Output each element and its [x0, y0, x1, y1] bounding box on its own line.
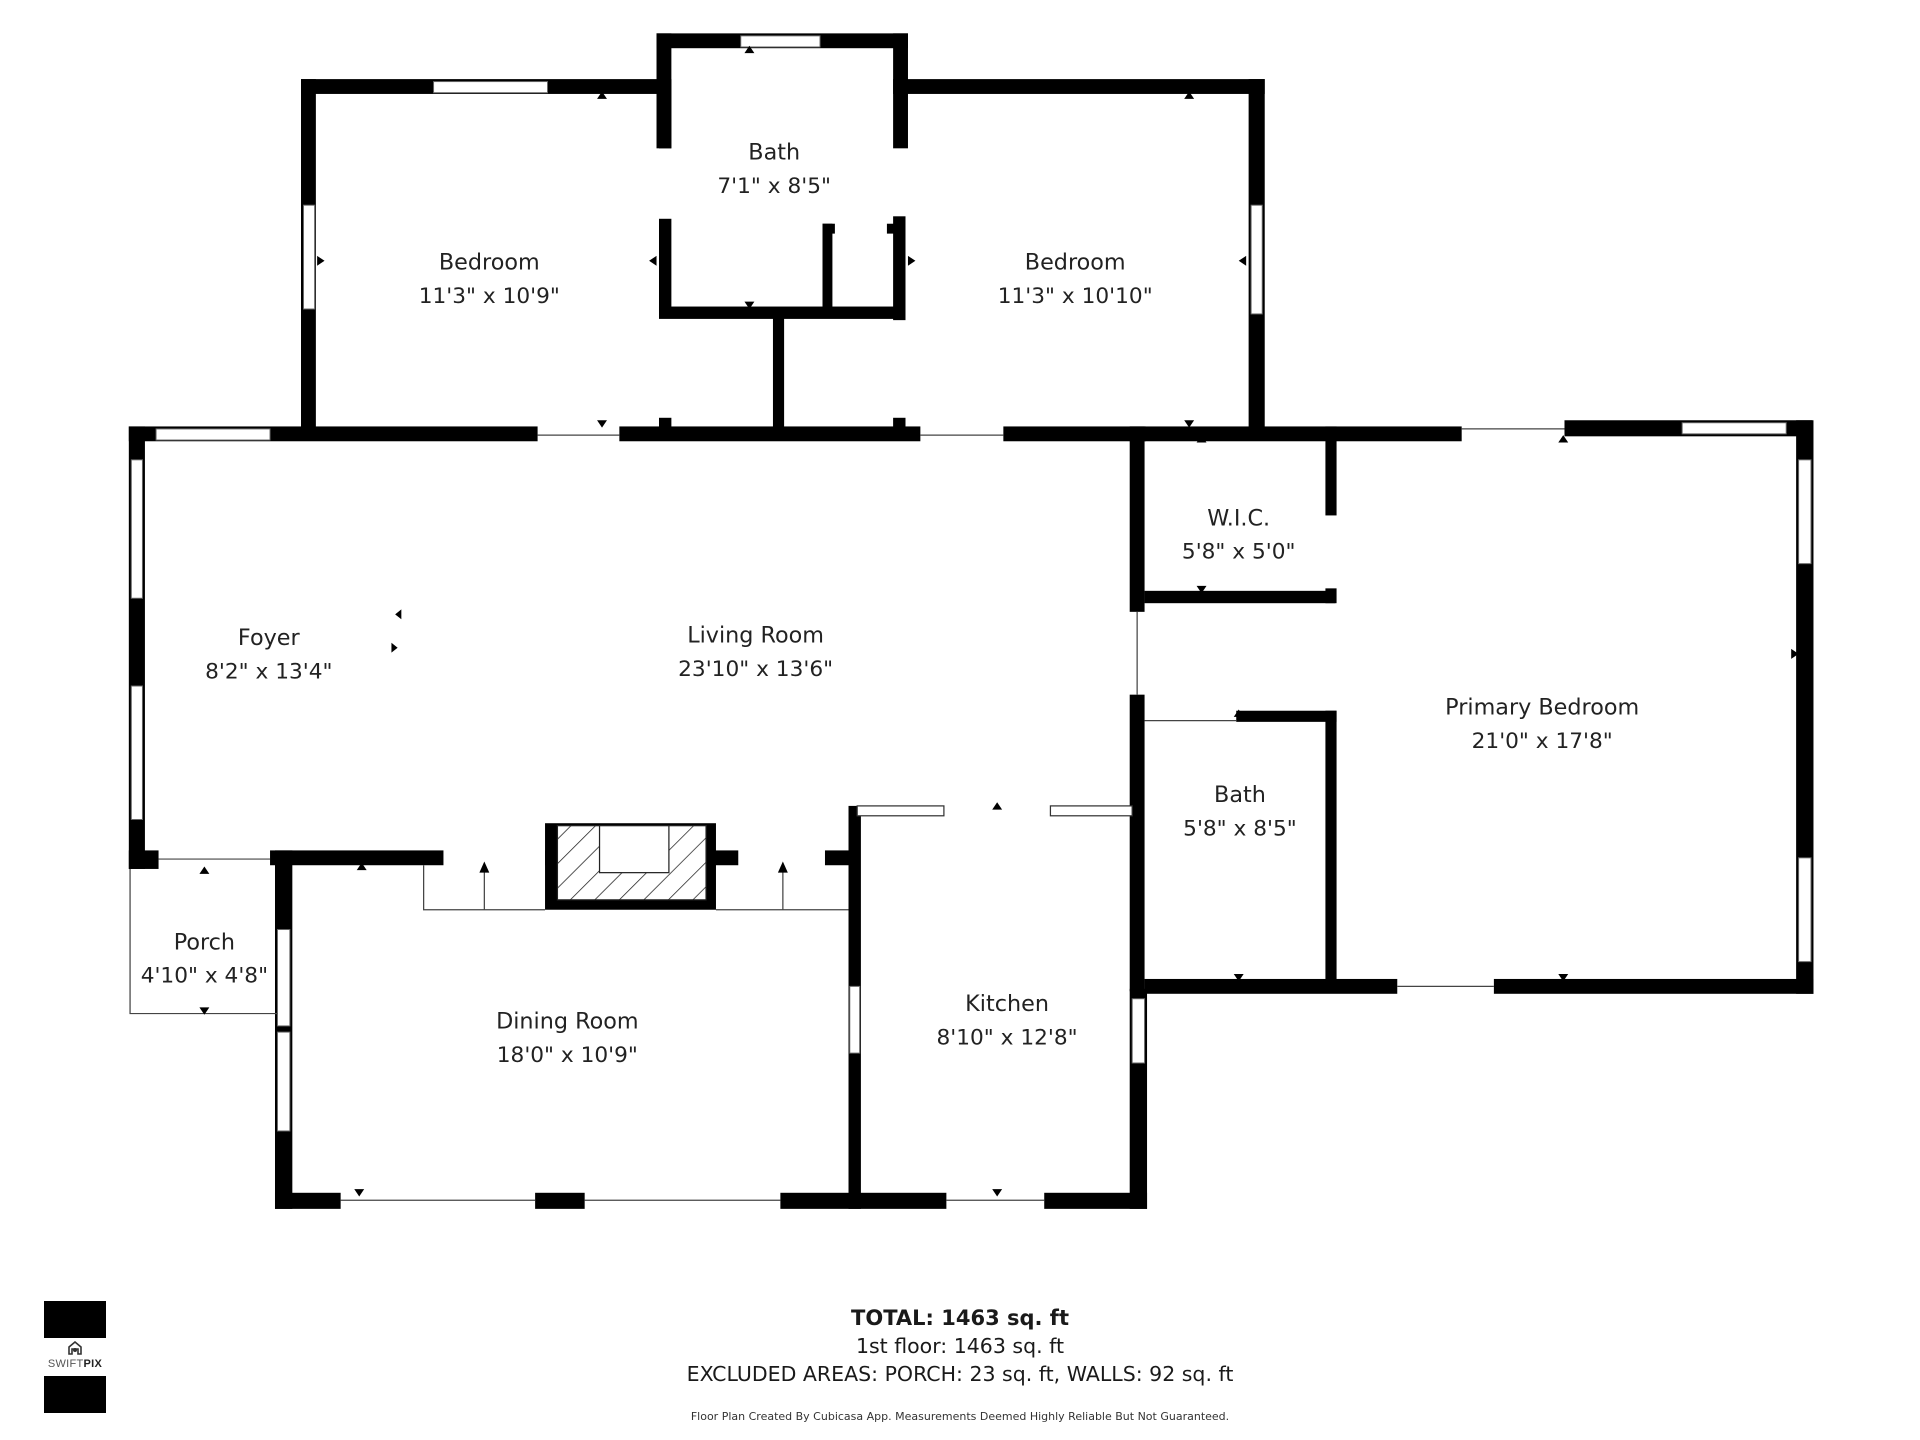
svg-text:18'0" x 10'9": 18'0" x 10'9": [497, 1043, 638, 1068]
disclaimer: Floor Plan Created By Cubicasa App. Meas…: [690, 1410, 1230, 1423]
svg-text:Dining Room: Dining Room: [496, 1008, 639, 1034]
fireplace: [545, 823, 716, 910]
house-camera-icon: [68, 1341, 82, 1355]
measure-markers: [199, 45, 1799, 1197]
room-label-living-room: Living Room 23'10" x 13'6": [678, 623, 833, 682]
svg-text:Primary Bedroom: Primary Bedroom: [1445, 694, 1639, 720]
room-label-bedroom-left: Bedroom 11'3" x 10'9": [419, 249, 560, 308]
room-label-bath-primary: Bath 5'8" x 8'5": [1183, 782, 1297, 841]
svg-text:Bedroom: Bedroom: [439, 249, 540, 275]
svg-text:4'10" x 4'8": 4'10" x 4'8": [141, 964, 268, 989]
walls-living-top: [128, 420, 1813, 869]
walls-bedroom-right: [893, 79, 1265, 431]
logo-wordmark: SWIFTPIX: [47, 1358, 103, 1370]
porch-outline: [129, 868, 278, 1015]
svg-text:21'0" x 17'8": 21'0" x 17'8": [1472, 729, 1613, 754]
room-label-bedroom-right: Bedroom 11'3" x 10'10": [998, 249, 1153, 308]
svg-text:Bath: Bath: [748, 139, 800, 165]
kitchen-counters: [856, 805, 1133, 817]
svg-text:5'8" x 8'5": 5'8" x 8'5": [1183, 817, 1297, 842]
svg-text:5'8" x 5'0": 5'8" x 5'0": [1182, 540, 1296, 565]
door-openings: [158, 428, 1565, 1201]
svg-text:Kitchen: Kitchen: [965, 991, 1049, 1017]
room-label-wic: W.I.C. 5'8" x 5'0": [1182, 505, 1296, 564]
svg-text:Bedroom: Bedroom: [1025, 249, 1126, 275]
svg-text:7'1" x 8'5": 7'1" x 8'5": [717, 174, 831, 199]
walls-primary-bedroom: [1144, 420, 1814, 994]
walls-bedroom-left: [301, 79, 672, 431]
svg-text:8'10" x 12'8": 8'10" x 12'8": [937, 1025, 1078, 1050]
svg-text:Foyer: Foyer: [238, 625, 301, 651]
svg-text:11'3" x 10'10": 11'3" x 10'10": [998, 284, 1153, 309]
svg-text:Porch: Porch: [174, 929, 235, 955]
swiftpix-logo: SWIFTPIX: [44, 1301, 106, 1413]
walls-wic: [1129, 426, 1337, 992]
excluded-areas: EXCLUDED AREAS: PORCH: 23 sq. ft, WALLS:…: [686, 1362, 1234, 1386]
room-label-bath-top: Bath 7'1" x 8'5": [717, 139, 831, 198]
total-area: TOTAL: 1463 sq. ft: [851, 1306, 1069, 1330]
room-label-primary-bedroom: Primary Bedroom 21'0" x 17'8": [1445, 694, 1639, 753]
svg-text:Bath: Bath: [1214, 782, 1266, 808]
walls-dining: [270, 805, 1148, 1209]
svg-text:Living Room: Living Room: [687, 623, 824, 649]
svg-text:23'10" x 13'6": 23'10" x 13'6": [678, 657, 833, 682]
svg-text:8'2" x 13'4": 8'2" x 13'4": [205, 660, 332, 685]
room-label-porch: Porch 4'10" x 4'8": [141, 929, 268, 988]
walls-bath-top: [656, 33, 908, 436]
logo-block-top: [44, 1301, 106, 1338]
room-label-foyer: Foyer 8'2" x 13'4": [205, 625, 332, 684]
room-label-dining-room: Dining Room 18'0" x 10'9": [496, 1008, 639, 1067]
walls-bath-primary: [1144, 710, 1337, 989]
first-floor-area: 1st floor: 1463 sq. ft: [855, 1334, 1065, 1358]
svg-text:W.I.C.: W.I.C.: [1207, 505, 1270, 531]
logo-block-bottom: [44, 1376, 106, 1413]
room-label-kitchen: Kitchen 8'10" x 12'8": [937, 991, 1078, 1050]
svg-text:11'3" x 10'9": 11'3" x 10'9": [419, 284, 560, 309]
built-in-shelves: [423, 861, 849, 911]
